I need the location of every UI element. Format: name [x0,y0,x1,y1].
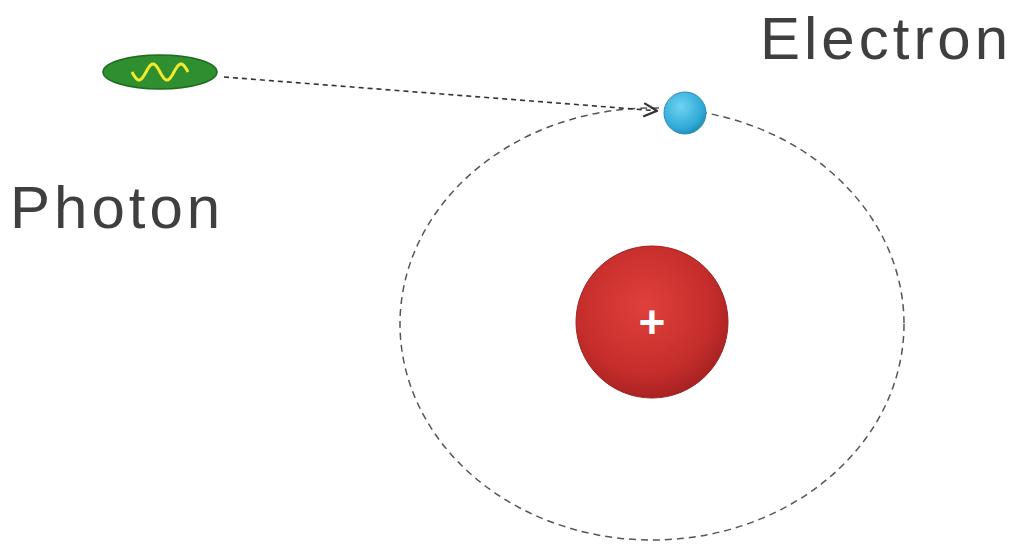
photon-wave [132,64,188,80]
photon-symbol: Photon [102,54,218,90]
electron-circle [664,92,706,134]
photon-label: Photon [10,178,224,238]
nucleus: + [575,245,729,399]
electron-particle-shape [663,91,707,135]
electron-orbit [400,108,904,540]
photon-ellipse [103,55,217,89]
nucleus-circle [576,246,728,398]
photon-symbol-shape [102,54,218,90]
charge-sign: + [575,245,729,399]
electron-label: Electron [760,9,1012,69]
photon-path-arrow [224,77,657,111]
electron-particle: Electron [663,91,707,135]
